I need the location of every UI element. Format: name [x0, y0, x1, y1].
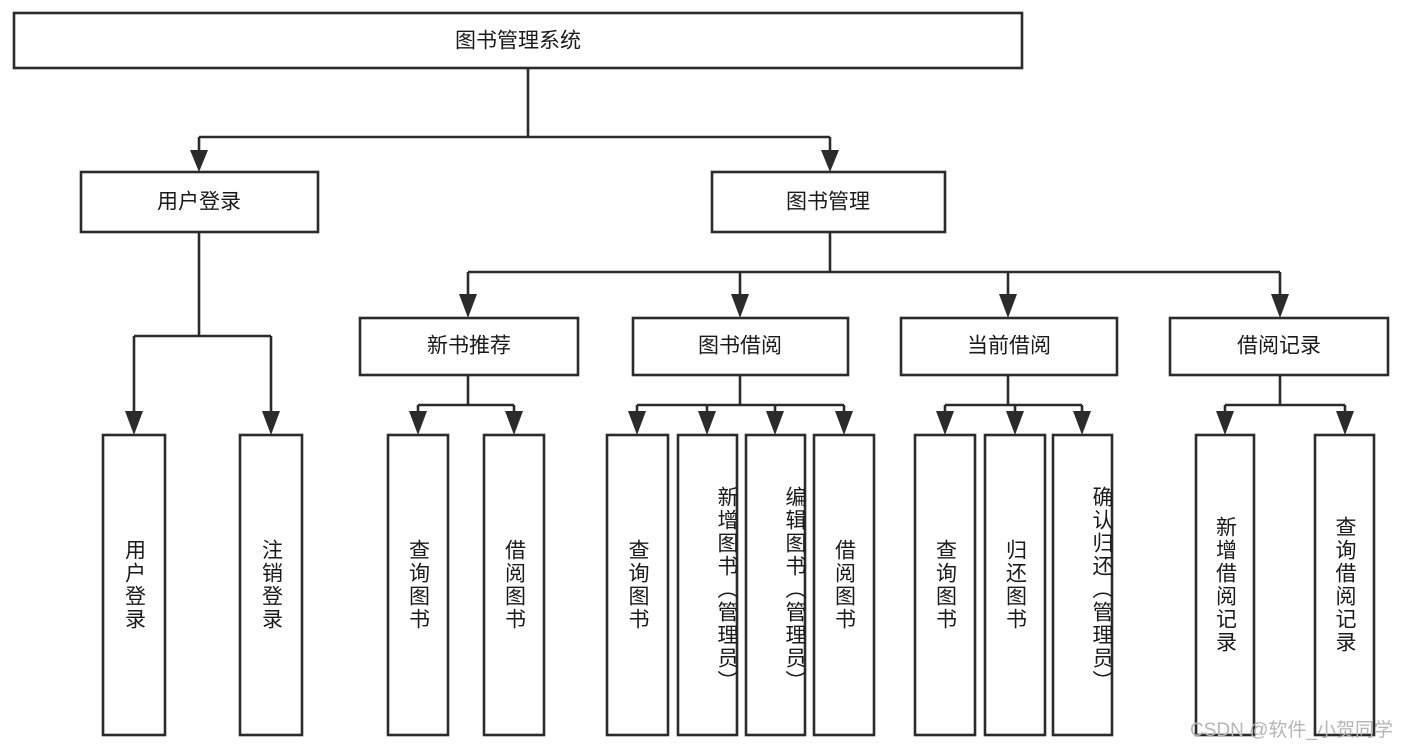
node-book-manage[interactable]: 图书管理 — [710, 170, 947, 234]
node-new-book-recommend-label: 新书推荐 — [427, 335, 511, 358]
node-new-book-recommend[interactable]: 新书推荐 — [358, 316, 580, 377]
node-book-borrow-label: 图书借阅 — [698, 335, 782, 358]
node-leaf-confirm-return-rect[interactable] — [1051, 433, 1114, 737]
arrowhead-borrow-record — [1271, 294, 1289, 318]
arrowhead-leaf-logout — [262, 411, 280, 435]
node-user-login[interactable]: 用户登录 — [79, 170, 320, 234]
arrowhead-leaf-add-record — [1216, 411, 1234, 435]
node-leaf-return-book-rect[interactable] — [983, 433, 1047, 737]
arrowhead-leaf-borrow-book — [835, 411, 853, 435]
node-leaf-add-book-rect[interactable] — [676, 433, 739, 737]
arrowhead-leaf-query-book-cur — [936, 411, 954, 435]
arrowhead-leaf-query-book — [628, 411, 646, 435]
node-borrow-record[interactable]: 借阅记录 — [1168, 316, 1390, 377]
connector-group-current-borrow — [936, 375, 1091, 435]
arrowhead-leaf-query-record — [1336, 411, 1354, 435]
node-user-login-label: 用户登录 — [157, 191, 241, 214]
arrowhead-leaf-edit-book — [766, 411, 784, 435]
node-leaf-logout-rect[interactable] — [238, 433, 304, 737]
node-book-manage-label: 图书管理 — [786, 191, 870, 214]
arrowhead-leaf-confirm-return — [1073, 411, 1091, 435]
arrowhead-leaf-borrow-book-rec — [505, 411, 523, 435]
node-leaf-query-book-rect[interactable] — [605, 433, 670, 737]
node-new-book-recommend-rect[interactable] — [358, 316, 580, 377]
node-current-borrow[interactable]: 当前借阅 — [899, 316, 1119, 377]
arrowhead-book-borrow — [731, 294, 749, 318]
node-root-label: 图书管理系统 — [455, 30, 581, 53]
node-leaf-borrow-book-rec-rect[interactable] — [482, 433, 546, 737]
node-leaf-query-book-rec-rect[interactable] — [386, 433, 450, 737]
node-book-manage-rect[interactable] — [710, 170, 947, 234]
arrowhead-new-book-recommend — [459, 294, 477, 318]
arrowhead-leaf-query-book-rec — [409, 411, 427, 435]
node-leaf-add-record-rect[interactable] — [1194, 433, 1256, 737]
connector-group-new-book-recommend — [409, 375, 523, 435]
connector-group-user-login — [125, 232, 280, 435]
watermark-text: CSDN @软件_小贺同学 — [1190, 720, 1393, 741]
arrowhead-leaf-add-book — [698, 411, 716, 435]
node-leaf-edit-book-rect[interactable] — [744, 433, 807, 737]
arrowhead-leaf-user-login — [125, 411, 143, 435]
node-root[interactable]: 图书管理系统 — [12, 11, 1024, 70]
arrowhead-leaf-return-book — [1006, 411, 1024, 435]
node-book-borrow[interactable]: 图书借阅 — [631, 316, 850, 377]
arrowhead-current-borrow — [999, 294, 1017, 318]
arrowhead-book-manage — [821, 150, 839, 172]
node-current-borrow-rect[interactable] — [899, 316, 1119, 377]
node-borrow-record-label: 借阅记录 — [1237, 335, 1321, 358]
connector-group-book-borrow — [628, 375, 853, 435]
node-current-borrow-label: 当前借阅 — [967, 335, 1051, 358]
node-leaf-borrow-book-rect[interactable] — [812, 433, 876, 737]
node-root-rect[interactable] — [12, 11, 1024, 70]
node-user-login-rect[interactable] — [79, 170, 320, 234]
node-book-borrow-rect[interactable] — [631, 316, 850, 377]
connector-group-root — [190, 68, 839, 172]
node-leaf-query-record-rect[interactable] — [1313, 433, 1376, 737]
node-leaf-query-book-cur-rect[interactable] — [913, 433, 977, 737]
connector-group-borrow-record — [1216, 375, 1354, 435]
arrowhead-user-login — [190, 150, 208, 172]
node-leaf-user-login-rect[interactable] — [101, 433, 167, 737]
connector-group-book-manage — [459, 232, 1289, 318]
node-borrow-record-rect[interactable] — [1168, 316, 1390, 377]
